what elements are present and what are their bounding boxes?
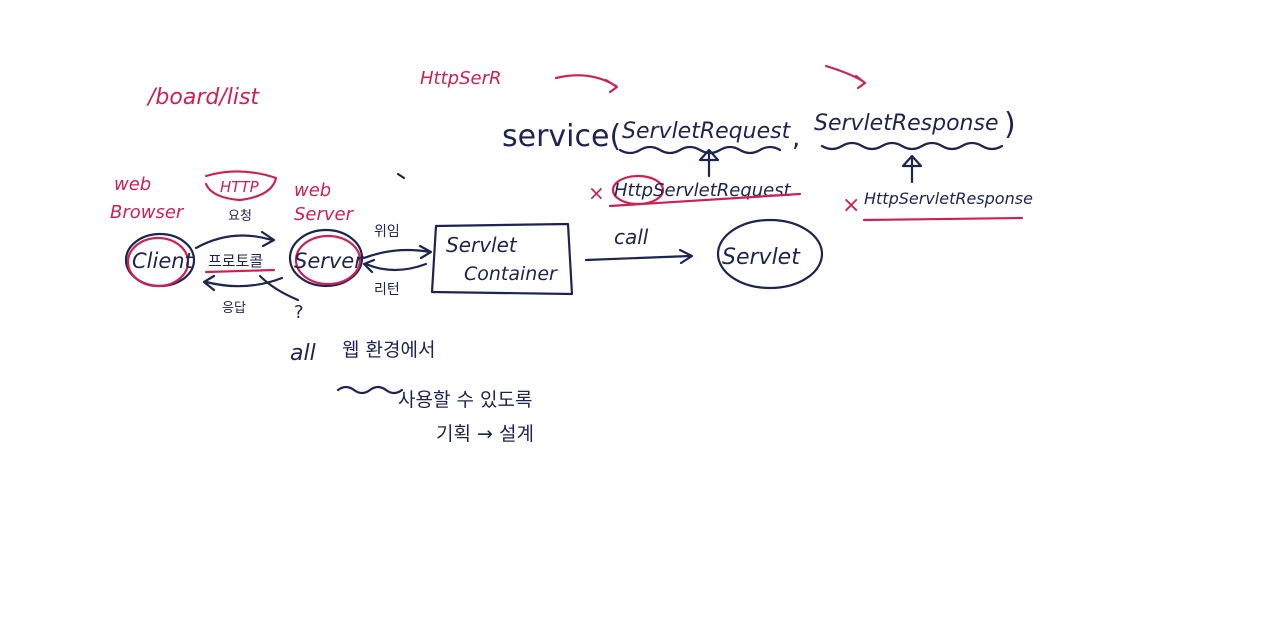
x-mark-request: × [588,181,605,205]
arrow-to-request-annotation [554,74,619,94]
http-servlet-abbrev-annotation: HttpSerR [420,68,501,89]
server-node-highlight [294,234,362,286]
http-servlet-response: HttpServletResponse [864,189,1033,208]
delegate-arrow [362,244,433,260]
request-inherit-arrow [698,148,720,178]
all-label: all [290,341,316,366]
response-label: 응답 [222,301,246,316]
protocol-underline [204,268,276,274]
question-pointer-line [258,274,300,302]
service-method-suffix: ) [1004,107,1016,142]
response-inherit-arrow [901,154,923,184]
web-server-label-line1: web [294,180,331,201]
servlet-request-param: ServletRequest [622,119,792,144]
web-browser-label-line1: web [114,174,151,195]
servlet-container-label-line1: Servlet [446,233,518,257]
request-arrow [194,230,276,250]
servlet-container-box [430,222,574,296]
http-bubble [204,170,278,202]
http-protocol-label: HTTP [220,178,260,196]
x-mark-response: × [842,193,860,218]
response-wavy-underline [820,141,1004,151]
servlet-container-label-line2: Container [464,263,558,285]
server-label: Server [294,249,364,273]
server-node-circle [288,228,364,288]
return-label: 리턴 [374,282,400,298]
client-node-highlight [126,236,190,288]
param-separator: , [792,123,800,153]
servlet-node-circle [716,218,824,290]
servlet-label: Servlet [722,245,801,270]
servlet-response-param: ServletResponse [814,111,999,136]
call-label: call [614,225,649,249]
delegate-label: 위임 [374,224,400,240]
note-line-1: 웹 환경에서 [342,339,435,361]
question-mark: ? [294,302,304,323]
web-server-label-line2: Server [294,204,355,225]
return-arrow [362,258,428,274]
stray-pen-mark [396,172,406,180]
protocol-label: 프로토콜 [208,252,263,270]
call-arrow [584,248,694,265]
request-wavy-underline [618,145,782,155]
url-annotation: /board/list [146,85,260,110]
client-label: Client [132,249,194,273]
note-line-3: 기획 → 설계 [436,423,534,445]
note-wavy-underline [336,385,404,395]
http-response-underline [862,216,1024,222]
http-servlet-request: HttpServletRequest [614,180,792,201]
request-label: 요청 [228,209,252,224]
web-browser-label-line2: Browser [110,202,185,223]
note-line-2: 사용할 수 있도록 [398,389,532,411]
arrow-to-response-annotation [824,64,867,90]
service-method-prefix: service( [502,119,621,154]
response-arrow [202,274,284,292]
http-request-underline [608,192,802,208]
